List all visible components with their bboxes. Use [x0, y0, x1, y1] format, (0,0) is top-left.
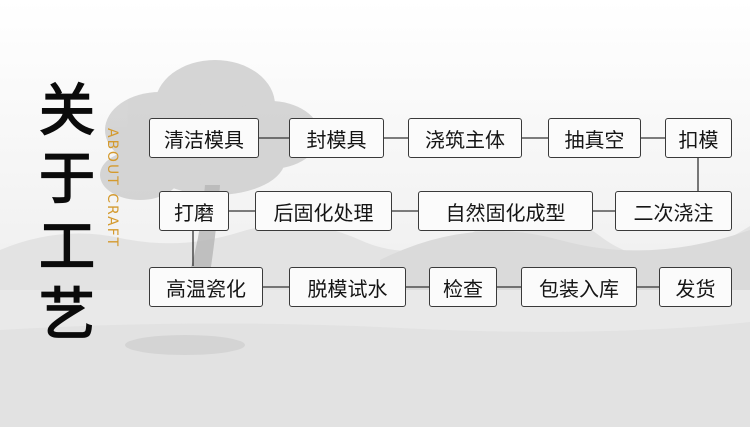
step-label: 打磨 — [174, 200, 214, 225]
step-pour-body: 浇筑主体 — [408, 118, 522, 158]
step-high-temp-ceramic: 高温瓷化 — [149, 267, 263, 307]
step-seal-mold: 封模具 — [289, 118, 384, 158]
step-label: 检查 — [443, 276, 483, 301]
title-char-3: 工 — [39, 215, 95, 280]
step-demold-water-test: 脱模试水 — [289, 267, 406, 307]
step-label: 自然固化成型 — [445, 200, 566, 225]
page-title: 关 于 工 艺 — [32, 78, 102, 350]
step-vacuum: 抽真空 — [548, 118, 641, 158]
step-label: 抽真空 — [564, 127, 625, 152]
step-label: 浇筑主体 — [425, 127, 505, 152]
step-label: 高温瓷化 — [166, 276, 246, 301]
step-post-cure: 后固化处理 — [255, 191, 392, 231]
step-label: 封模具 — [306, 127, 367, 152]
step-pack-store: 包装入库 — [521, 267, 637, 307]
title-char-2: 于 — [39, 147, 95, 212]
step-clean-mold: 清洁模具 — [149, 118, 259, 158]
page-subtitle: ABOUT CRAFT — [104, 128, 120, 249]
step-second-pour: 二次浇注 — [615, 191, 732, 231]
step-label: 扣模 — [678, 127, 719, 152]
step-label: 清洁模具 — [164, 127, 244, 152]
step-inspect: 检查 — [429, 267, 497, 307]
step-label: 脱模试水 — [307, 276, 388, 301]
step-polish: 打磨 — [159, 191, 229, 231]
step-label: 包装入库 — [539, 276, 619, 301]
step-label: 二次浇注 — [633, 200, 714, 225]
step-label: 发货 — [675, 276, 716, 301]
step-clamp-mold: 扣模 — [665, 118, 732, 158]
step-ship: 发货 — [659, 267, 732, 307]
title-char-1: 关 — [39, 79, 95, 144]
title-char-4: 艺 — [39, 283, 95, 348]
step-label: 后固化处理 — [273, 200, 374, 225]
step-natural-cure: 自然固化成型 — [418, 191, 593, 231]
